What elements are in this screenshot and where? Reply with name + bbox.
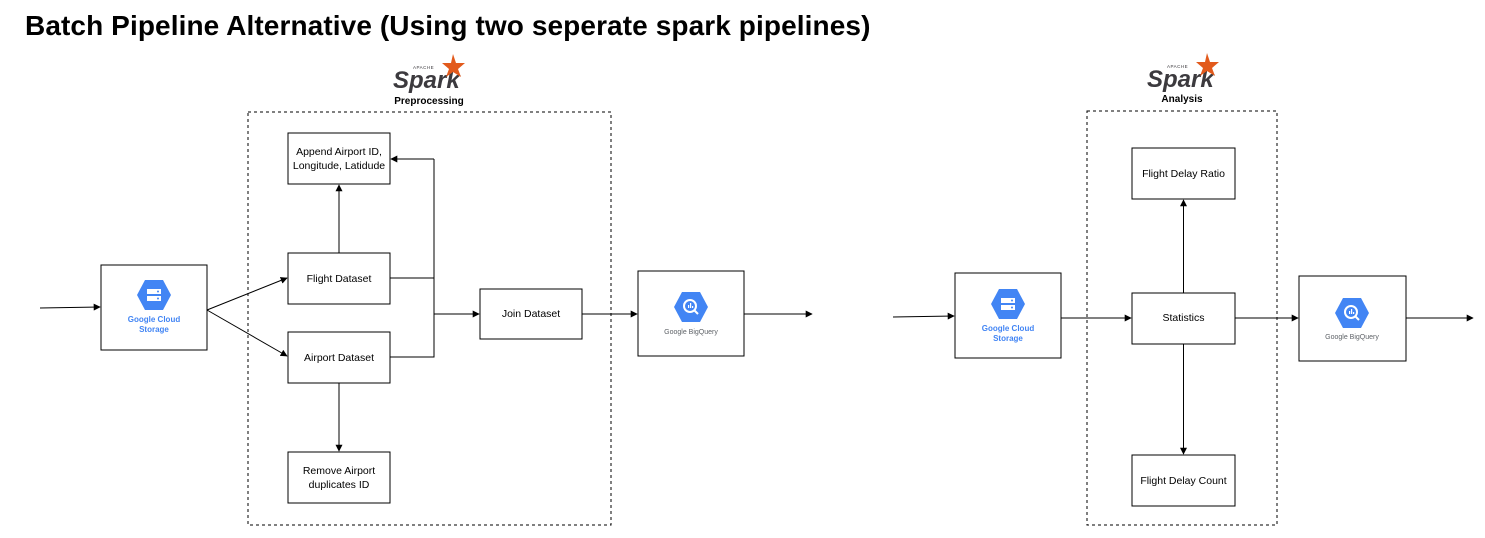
flight-dataset-label: Flight Dataset <box>307 273 372 285</box>
node-airport-dataset[interactable]: Airport Dataset <box>287 331 391 384</box>
node-flight-delay-count[interactable]: Flight Delay Count <box>1131 454 1236 507</box>
remove-label-line1: Remove Airport <box>303 465 375 477</box>
preprocessing-label: Preprocessing <box>394 96 463 107</box>
analysis-label: Analysis <box>1161 94 1203 105</box>
statistics-label: Statistics <box>1162 312 1204 324</box>
bigquery-icon <box>1335 298 1369 328</box>
gcs-label-line2: Storage <box>993 334 1023 343</box>
preprocessing-pipeline: APACHE Spark Preprocessing Google Cloud … <box>39 54 813 526</box>
preprocessing-container <box>247 111 612 526</box>
edge-gcs-to-airport <box>206 309 288 357</box>
node-statistics[interactable]: Statistics <box>1131 292 1236 345</box>
node-remove-duplicates[interactable]: Remove Airport duplicates ID <box>287 451 391 504</box>
analysis-pipeline: APACHE Spark Analysis Google Cloud Stora… <box>892 53 1474 526</box>
spark-star-icon <box>1196 53 1219 76</box>
gcs-label-line1: Google Cloud <box>128 315 181 324</box>
remove-label-line2: duplicates ID <box>309 479 370 491</box>
gcs-icon <box>137 280 171 310</box>
page-title: Batch Pipeline Alternative (Using two se… <box>25 10 871 41</box>
input-arrow-analysis <box>892 312 955 320</box>
gcs-icon <box>991 289 1025 319</box>
join-dataset-label: Join Dataset <box>502 308 560 320</box>
input-arrow-preprocessing <box>39 303 101 311</box>
apache-text: APACHE <box>1167 64 1188 69</box>
node-flight-delay-ratio[interactable]: Flight Delay Ratio <box>1131 147 1236 200</box>
gcs-node-preprocessing[interactable]: Google Cloud Storage <box>100 264 208 351</box>
gcs-label-line2: Storage <box>139 325 169 334</box>
node-append-airport[interactable]: Append Airport ID, Longitude, Latidude <box>287 132 391 185</box>
airport-dataset-label: Airport Dataset <box>304 352 374 364</box>
node-flight-dataset[interactable]: Flight Dataset <box>287 252 391 305</box>
flight-delay-ratio-label: Flight Delay Ratio <box>1142 168 1225 180</box>
bigquery-node-analysis[interactable]: Google BigQuery <box>1298 275 1407 362</box>
edge-gcs-to-flight <box>206 277 288 311</box>
spark-logo-preprocessing: APACHE Spark <box>393 54 465 94</box>
gcs-label-line1: Google Cloud <box>982 324 1035 333</box>
apache-text: APACHE <box>413 65 434 70</box>
append-label-line1: Append Airport ID, <box>296 146 382 158</box>
bigquery-icon <box>674 292 708 322</box>
gcs-node-analysis[interactable]: Google Cloud Storage <box>954 272 1062 359</box>
node-join-dataset[interactable]: Join Dataset <box>479 288 583 340</box>
append-label-line2: Longitude, Latidude <box>293 160 385 172</box>
edge-airport-to-junction <box>390 159 435 358</box>
bigquery-label: Google BigQuery <box>1325 334 1379 341</box>
spark-logo-analysis: APACHE Spark <box>1147 53 1219 93</box>
bigquery-node-preprocessing[interactable]: Google BigQuery <box>637 270 745 357</box>
flight-delay-count-label: Flight Delay Count <box>1140 475 1226 487</box>
bigquery-label: Google BigQuery <box>664 329 718 336</box>
spark-star-icon <box>442 54 465 77</box>
